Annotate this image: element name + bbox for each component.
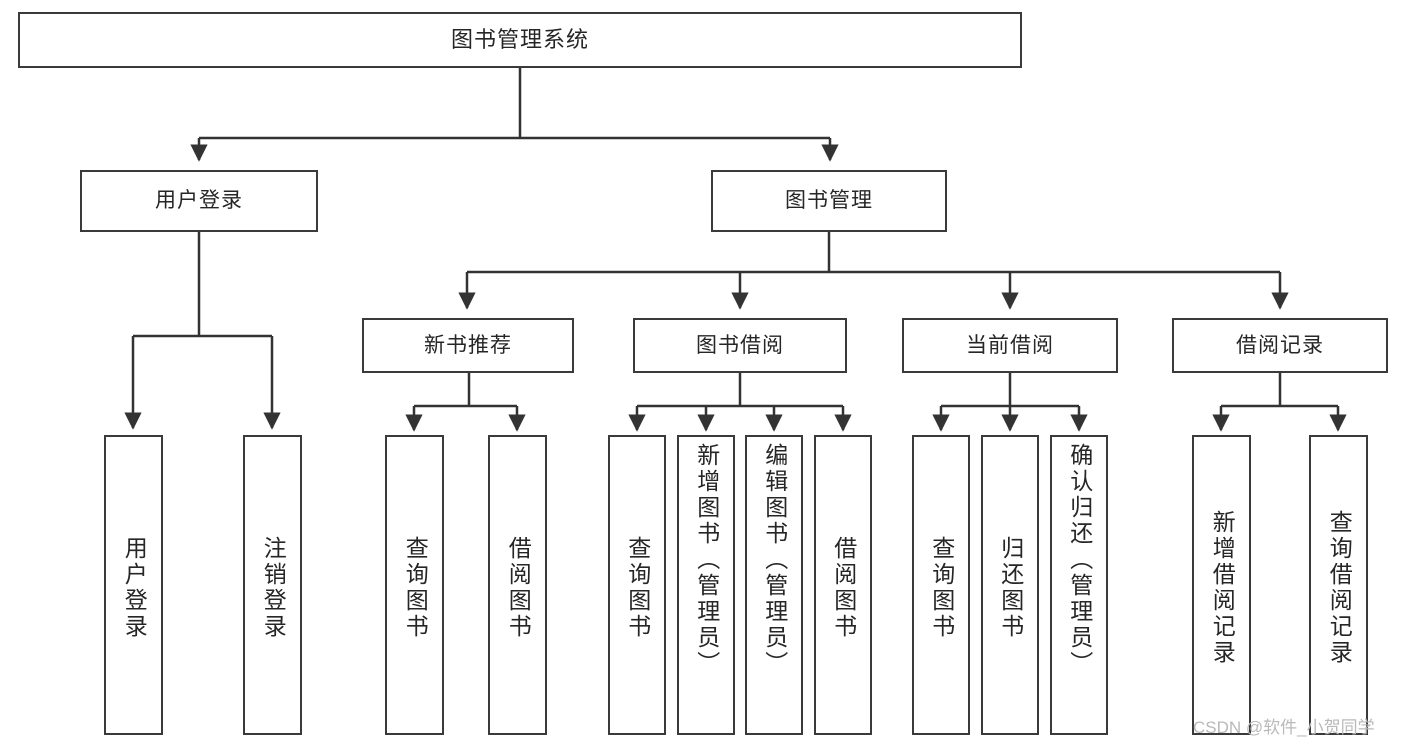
node-book-manage[interactable]: 图书管理 xyxy=(711,170,947,232)
node-label: 用户登录 xyxy=(155,189,243,213)
node-label: 新书推荐 xyxy=(424,333,512,357)
node-label: 借阅图书 xyxy=(830,536,857,640)
node-label: 图书管理系统 xyxy=(450,26,589,52)
node-label: 借阅记录 xyxy=(1236,333,1324,357)
node-label: 查询图书 xyxy=(402,536,429,640)
node-label: 当前借阅 xyxy=(966,333,1054,357)
leaf-borrow-book-recommend[interactable]: 借阅图书 xyxy=(488,435,547,735)
node-borrow-record[interactable]: 借阅记录 xyxy=(1172,318,1388,373)
node-label: 编辑图书（管理员） xyxy=(761,443,788,677)
node-root-system[interactable]: 图书管理系统 xyxy=(18,12,1022,68)
node-label: 用户登录 xyxy=(121,536,148,640)
node-label: 注销登录 xyxy=(260,536,287,640)
leaf-confirm-return[interactable]: 确认归还（管理员） xyxy=(1050,435,1108,735)
node-label: 图书管理 xyxy=(785,189,873,213)
node-label: 新增借阅记录 xyxy=(1209,510,1236,666)
node-label: 查询图书 xyxy=(928,536,955,640)
node-current-borrow[interactable]: 当前借阅 xyxy=(902,318,1118,373)
node-label: 归还图书 xyxy=(997,536,1024,640)
leaf-borrow-book[interactable]: 借阅图书 xyxy=(814,435,872,735)
node-label: 图书借阅 xyxy=(696,333,784,357)
leaf-query-book-borrow[interactable]: 查询图书 xyxy=(608,435,666,735)
leaf-logout-login[interactable]: 注销登录 xyxy=(243,435,302,735)
node-user-login[interactable]: 用户登录 xyxy=(80,170,318,232)
node-label: 借阅图书 xyxy=(505,536,532,640)
leaf-query-borrow-record[interactable]: 查询借阅记录 xyxy=(1309,435,1368,735)
leaf-edit-book[interactable]: 编辑图书（管理员） xyxy=(745,435,803,735)
leaf-return-book[interactable]: 归还图书 xyxy=(981,435,1039,735)
node-label: 查询图书 xyxy=(624,536,651,640)
node-label: 查询借阅记录 xyxy=(1326,510,1353,666)
node-label: 确认归还（管理员） xyxy=(1066,443,1093,677)
node-book-borrow[interactable]: 图书借阅 xyxy=(633,318,847,373)
node-label: 新增图书（管理员） xyxy=(693,443,720,677)
leaf-query-book-current[interactable]: 查询图书 xyxy=(912,435,970,735)
leaf-add-book[interactable]: 新增图书（管理员） xyxy=(677,435,735,735)
node-new-book-recommend[interactable]: 新书推荐 xyxy=(362,318,574,373)
leaf-add-borrow-record[interactable]: 新增借阅记录 xyxy=(1192,435,1251,735)
csdn-watermark: CSDN @软件_小贺同学 xyxy=(1193,718,1375,737)
leaf-query-book-recommend[interactable]: 查询图书 xyxy=(385,435,444,735)
leaf-user-login[interactable]: 用户登录 xyxy=(104,435,163,735)
